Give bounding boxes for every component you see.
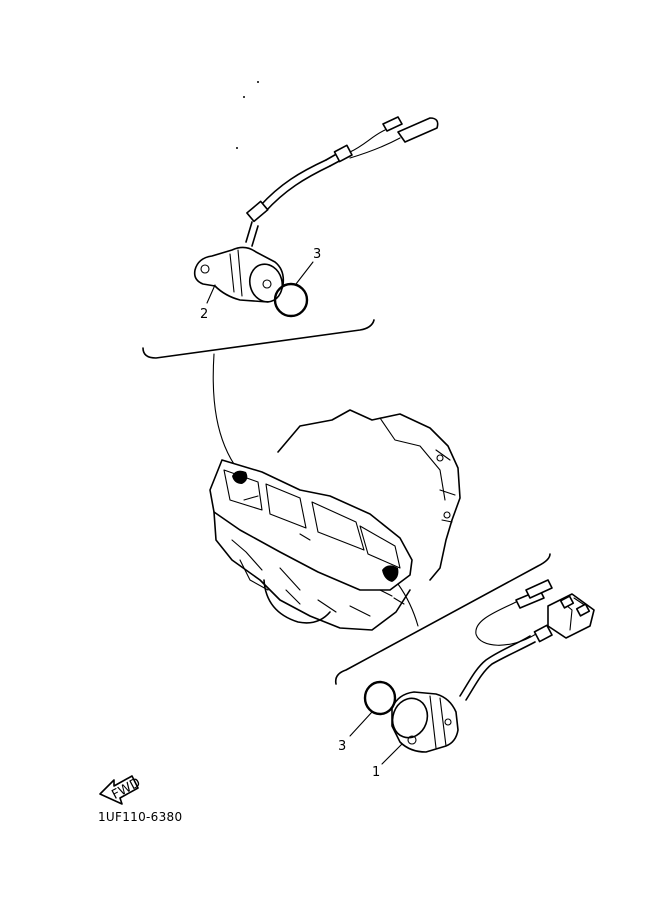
callout-upper-oring: 3: [313, 247, 321, 262]
forward-direction-arrow: FWD: [99, 775, 143, 805]
lower-oring-leader: [349, 711, 373, 737]
lower-sensor-lead: [459, 579, 595, 701]
upper-sensor-leader: [206, 284, 216, 304]
callout-upper-sensor: 2: [200, 307, 208, 322]
callout-lower-sensor: 1: [372, 765, 380, 780]
callout-lower-oring: 3: [338, 739, 346, 754]
upper-oring-leader: [295, 261, 314, 285]
lower-sensor-leader: [381, 743, 403, 765]
lower-sensor-assembly: 3 1: [338, 579, 595, 780]
upper-sensor-lead: [245, 116, 439, 247]
upper-sensor-assembly: 2 3: [193, 116, 439, 322]
drawing-code: 1UF110-6380: [98, 810, 183, 824]
upper-mounting-leader: [212, 353, 239, 471]
upper-o-ring: [273, 282, 309, 318]
lower-o-ring: [363, 680, 397, 716]
lower-sensor-port: [382, 565, 399, 582]
lower-mounting-leader: [397, 583, 419, 627]
engine-block: [209, 409, 461, 631]
upper-sensor-port: [232, 470, 248, 484]
lower-group-bracket: [334, 553, 551, 685]
upper-sensor-body: [193, 246, 285, 303]
lower-sensor-body: [391, 691, 459, 753]
upper-group-bracket: [142, 319, 375, 359]
